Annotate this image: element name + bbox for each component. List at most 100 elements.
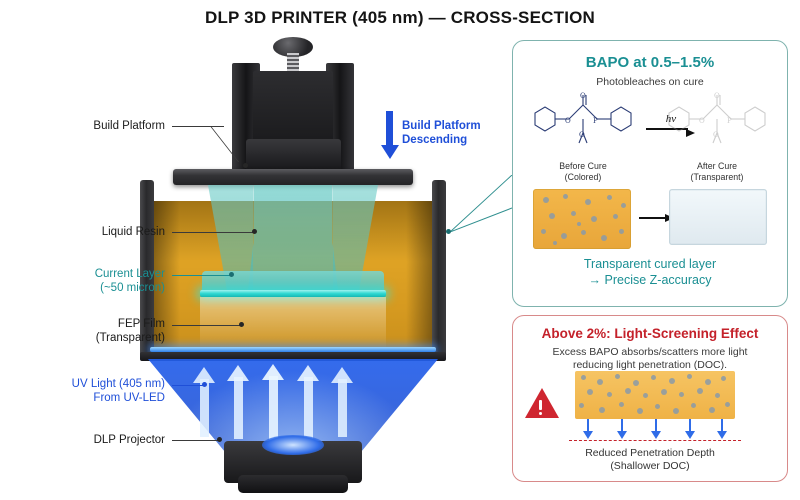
swatch-before-cure: [533, 189, 631, 249]
label-dlp-projector: DLP Projector: [93, 434, 165, 446]
uv-arrow-head: [331, 367, 353, 383]
warning-triangle-icon: [523, 386, 563, 424]
hv-label: hv: [665, 113, 677, 125]
descend-annotation-line1: Build Platform: [402, 120, 481, 132]
label-fep-film-line1: FEP Film: [117, 318, 165, 330]
uv-arrow-head: [227, 365, 249, 381]
penetration-depth-line: [569, 440, 741, 441]
resin-beam-glow: [200, 297, 386, 351]
anchor-panel-connector: [446, 229, 451, 234]
panel-screening-heading: Above 2%: Light-Screening Effect: [541, 326, 759, 341]
anchor-fep-film: [239, 322, 244, 327]
vat-wall-left-bevel: [154, 201, 180, 353]
panel-bapo-footer-line1: Transparent cured layer: [583, 257, 717, 271]
label-current-layer: Current Layer (~50 micron): [36, 268, 165, 295]
panel-connector-upper: [449, 174, 513, 233]
anchor-build-platform: [243, 163, 248, 168]
label-current-layer-line2: (~50 micron): [100, 281, 165, 294]
descend-annotation: Build Platform Descending: [402, 120, 507, 147]
label-uv-light: UV Light (405 nm) From UV-LED: [18, 378, 165, 405]
caption-before-cure: Before Cure (Colored): [531, 161, 635, 182]
chemical-structure-after: O P O O: [665, 91, 769, 161]
svg-text:P: P: [727, 117, 732, 125]
anchor-current-layer: [229, 272, 234, 277]
leader-current-layer: [172, 275, 230, 276]
caption-before-line2: (Colored): [564, 171, 602, 182]
lead-screw-knob: [273, 37, 313, 57]
svg-text:O: O: [579, 131, 585, 139]
vat-frame-left: [140, 180, 154, 360]
penetration-arrow-head: [685, 431, 695, 439]
reaction-arrow-hv: hv: [646, 113, 696, 137]
label-fep-film-line2: (Transparent): [95, 331, 165, 344]
leader-dlp-projector: [172, 440, 218, 441]
uv-arrow: [338, 379, 347, 437]
penetration-arrow-head: [617, 431, 627, 439]
caption-after-cure: After Cure (Transparent): [665, 161, 769, 182]
anchor-dlp-projector: [217, 437, 222, 442]
svg-text:O: O: [713, 131, 719, 139]
uv-arrow-group: [148, 364, 438, 447]
page-title: DLP 3D PRINTER (405 nm) — CROSS-SECTION: [204, 8, 596, 27]
build-platform-plate: [173, 169, 413, 185]
panel-screening-caption: Reduced Penetration Depth (Shallower DOC…: [523, 447, 777, 473]
svg-text:O: O: [714, 92, 720, 100]
label-uv-light-line1: UV Light (405 nm): [71, 378, 165, 390]
panel-bapo-heading: BAPO at 0.5–1.5%: [585, 54, 715, 71]
descend-arrow-shaft: [386, 111, 393, 147]
anchor-uv-light: [202, 382, 207, 387]
penetration-arrow: [587, 419, 590, 433]
caption-after-line2: (Transparent): [690, 171, 744, 182]
penetration-arrow: [689, 419, 692, 433]
uv-arrow-head: [262, 364, 284, 380]
leader-fep-film: [172, 325, 240, 326]
svg-text:O: O: [565, 117, 571, 125]
current-layer-glow: [200, 290, 386, 297]
penetration-arrow-head: [583, 431, 593, 439]
label-current-layer-line1: Current Layer: [94, 268, 165, 280]
fep-film: [150, 347, 436, 352]
svg-text:O: O: [699, 117, 705, 125]
bapo-bleached-molecule-svg: O P O O: [668, 92, 766, 144]
panel-screening-subtitle: Excess BAPO absorbs/scatters more light …: [513, 346, 787, 372]
swatch-excess-bapo: [575, 371, 735, 419]
descend-annotation-line2: Descending: [402, 133, 468, 146]
caption-before-line1: Before Cure: [559, 161, 607, 171]
reaction-arrow-shaft: [646, 128, 688, 130]
projector-lens-glow: [262, 435, 324, 455]
down-arrow-icon: [381, 145, 399, 159]
svg-text:O: O: [580, 92, 586, 100]
label-uv-light-line2: From UV-LED: [93, 391, 165, 404]
carriage-collar: [246, 139, 341, 171]
penetration-arrow: [721, 419, 724, 433]
penetration-arrow: [655, 419, 658, 433]
printer-illustration: [120, 35, 490, 493]
uv-arrow-head: [193, 367, 215, 383]
label-fep-film: FEP Film (Transparent): [46, 318, 165, 345]
uv-arrow: [200, 379, 209, 437]
uv-arrow-head: [297, 365, 319, 381]
label-build-platform: Build Platform: [93, 120, 165, 132]
panel-light-screening: Above 2%: Light-Screening Effect Excess …: [512, 315, 788, 482]
swatch-after-cure: [669, 189, 767, 245]
uv-arrow: [269, 376, 278, 440]
anchor-liquid-resin: [252, 229, 257, 234]
chemical-structure-before: O P O O: [531, 91, 635, 161]
uv-arrow: [304, 377, 313, 439]
bapo-molecule-svg: O P O O: [534, 92, 632, 144]
reaction-arrow-head: [686, 129, 695, 137]
penetration-arrow-head: [717, 431, 727, 439]
panel-screening-subtitle-line1: Excess BAPO absorbs/scatters more light: [552, 346, 748, 358]
penetration-arrow: [621, 419, 624, 433]
connector-svg: [449, 174, 513, 233]
caption-after-line1: After Cure: [696, 161, 738, 171]
vat-bottom-rail: [140, 352, 446, 361]
panel-screening-caption-line1: Reduced Penetration Depth: [585, 447, 715, 459]
panel-bapo: BAPO at 0.5–1.5% Photobleaches on cure O…: [512, 40, 788, 307]
penetration-arrow-head: [651, 431, 661, 439]
panel-bapo-footer: Transparent cured layer → Precise Z-accu…: [523, 256, 777, 288]
panel-bapo-footer-line2: → Precise Z-accuracy: [588, 273, 712, 287]
panel-bapo-subtitle: Photobleaches on cure: [596, 76, 704, 88]
leader-uv-light: [172, 385, 203, 386]
